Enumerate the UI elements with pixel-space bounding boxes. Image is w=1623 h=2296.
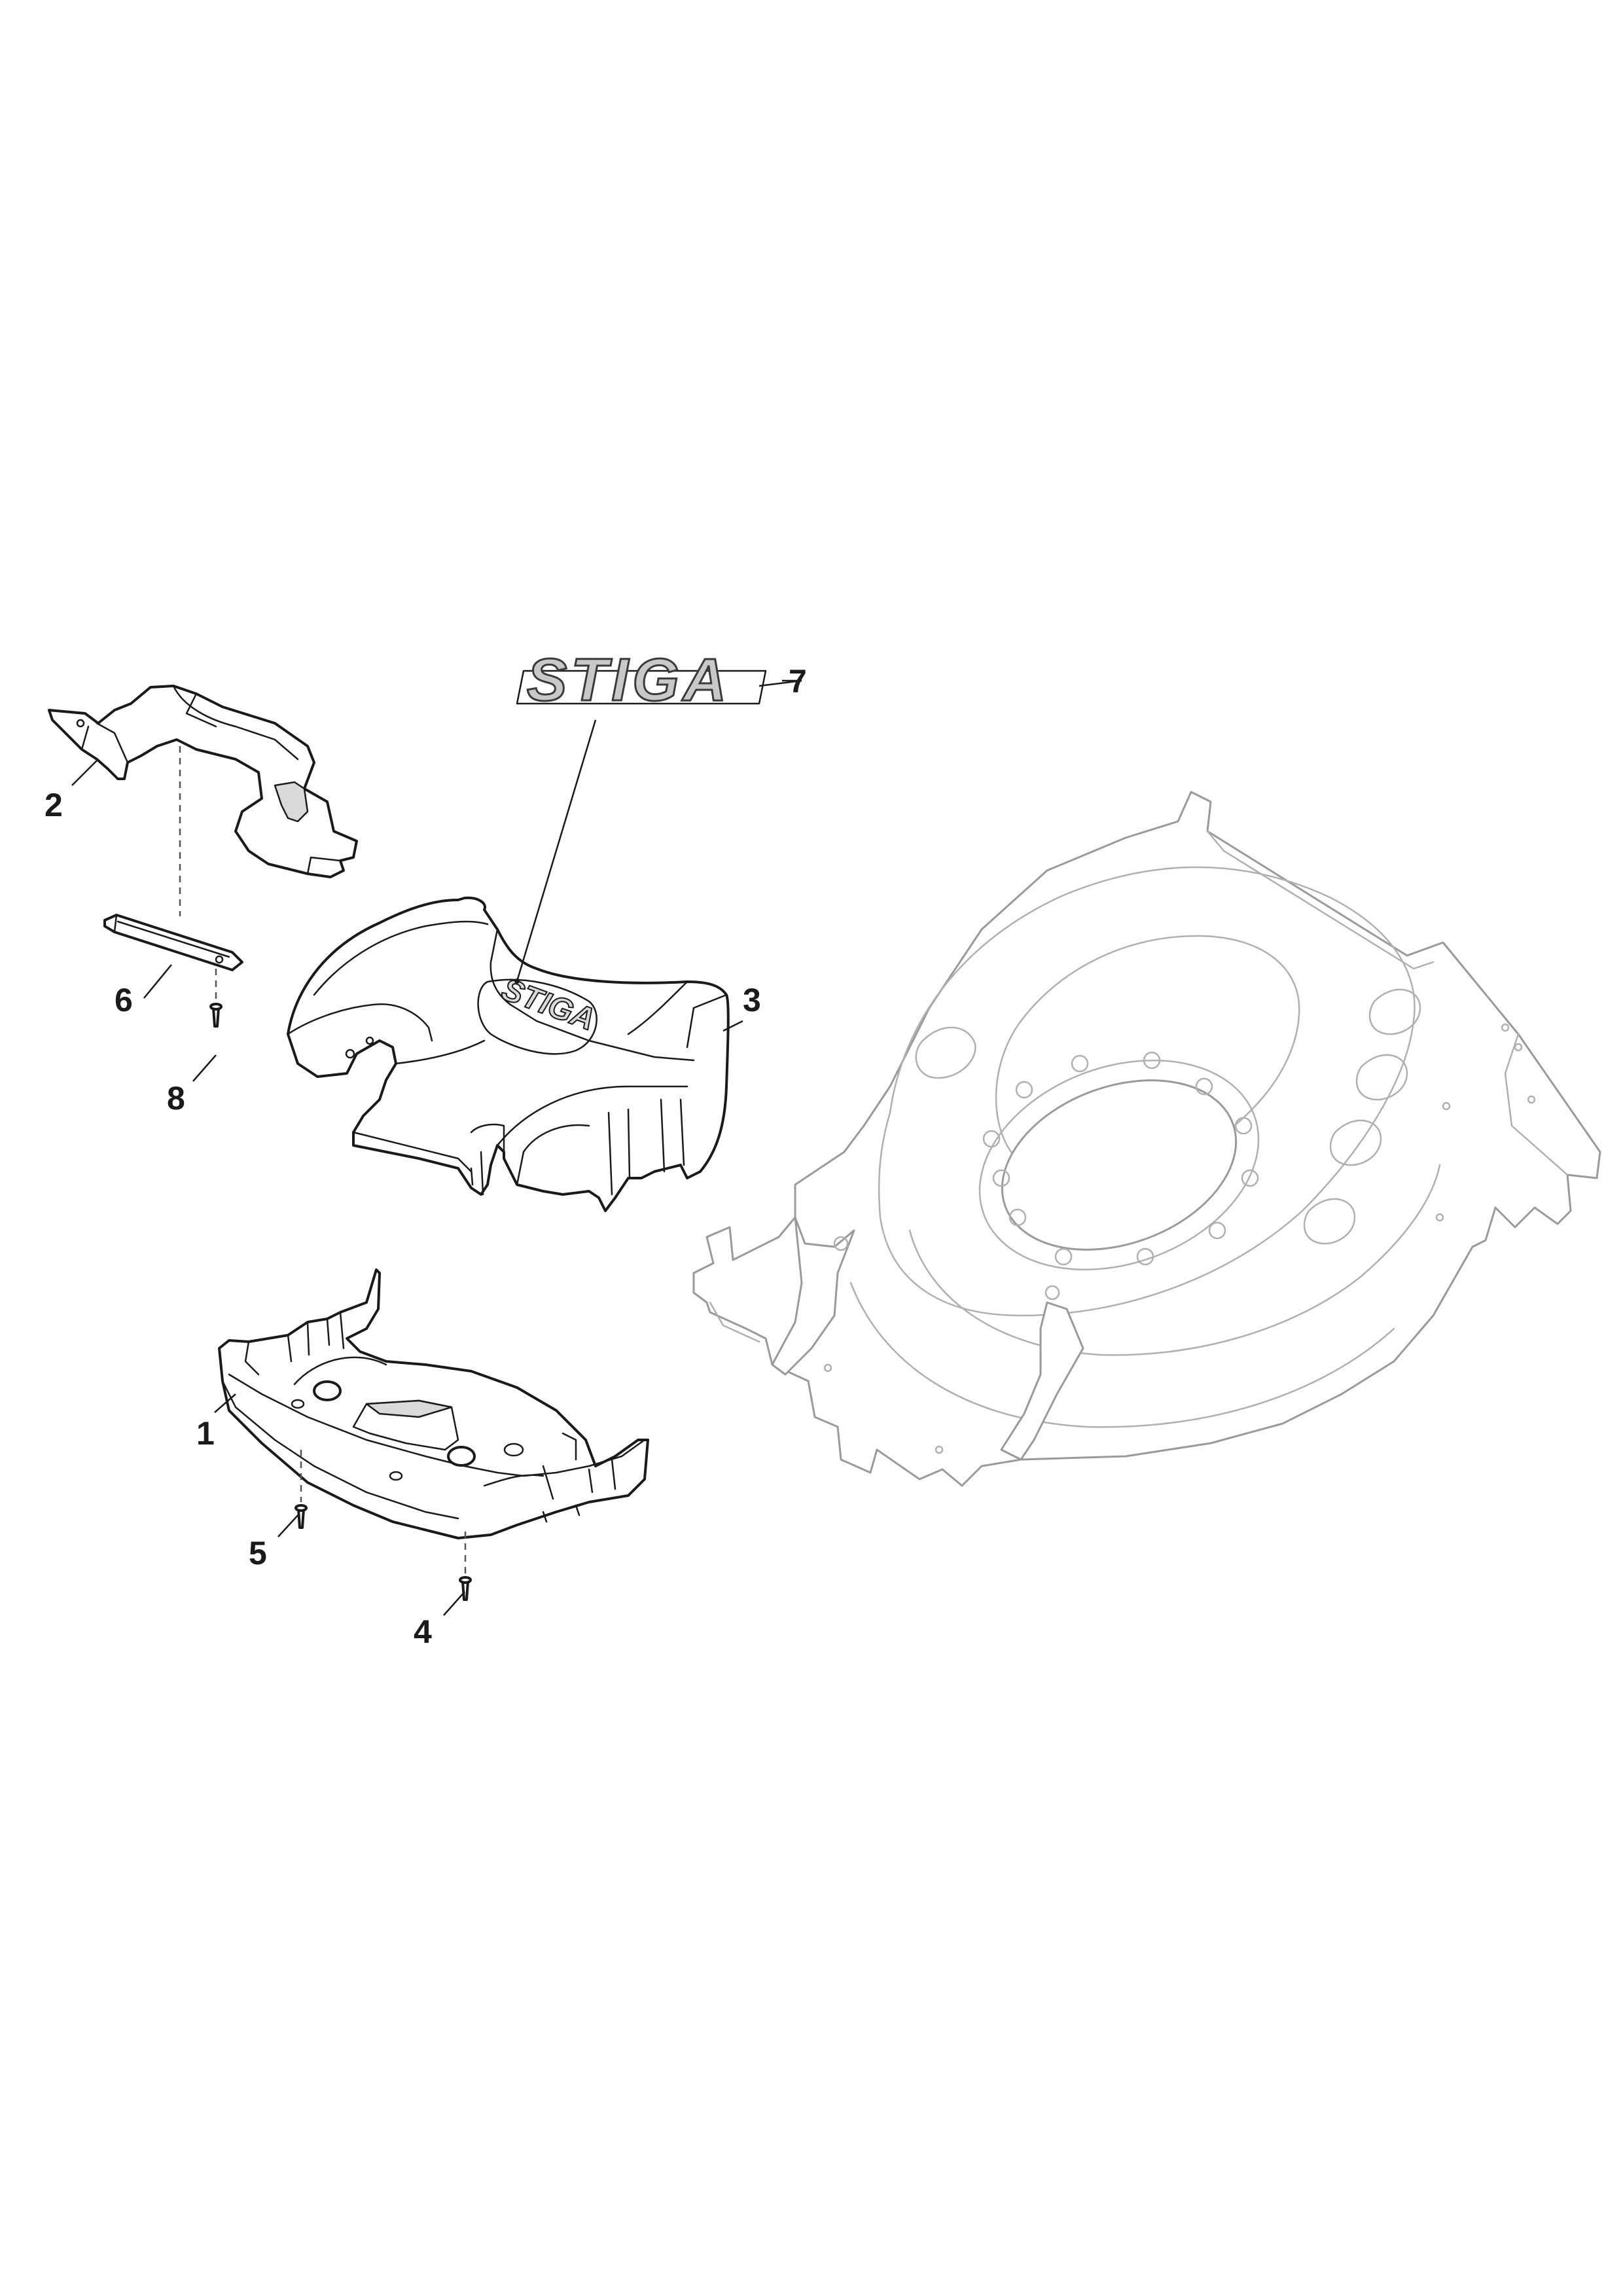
- logo-decal-text: STIGA: [527, 647, 730, 713]
- part-1-bottom-tray: [218, 1268, 649, 1539]
- leader-7: [758, 679, 802, 687]
- part-7-logo-decal: STIGA: [516, 646, 767, 715]
- leader-5: [277, 1513, 300, 1537]
- callout-1: 1: [196, 1415, 215, 1452]
- callout-5: 5: [249, 1535, 267, 1571]
- leader-1: [214, 1393, 236, 1413]
- callout-8: 8: [167, 1080, 185, 1117]
- callout-3: 3: [743, 982, 761, 1018]
- leader-7-to-cover: [516, 719, 597, 982]
- leader-4: [443, 1591, 465, 1616]
- leader-3: [722, 1020, 743, 1032]
- part-3-top-cover: STIGA: [287, 896, 730, 1212]
- leader-2: [71, 759, 99, 786]
- leader-6: [143, 964, 172, 999]
- part-2-handle-bracket: [48, 685, 358, 878]
- part-6-strip: [103, 914, 243, 971]
- callout-6: 6: [115, 982, 133, 1018]
- leader-8: [192, 1054, 217, 1082]
- mower-deck: [692, 791, 1601, 1487]
- callout-7: 7: [789, 663, 807, 700]
- part-8-screw: [209, 1003, 223, 1028]
- callout-2: 2: [45, 787, 63, 823]
- callout-4: 4: [414, 1613, 432, 1650]
